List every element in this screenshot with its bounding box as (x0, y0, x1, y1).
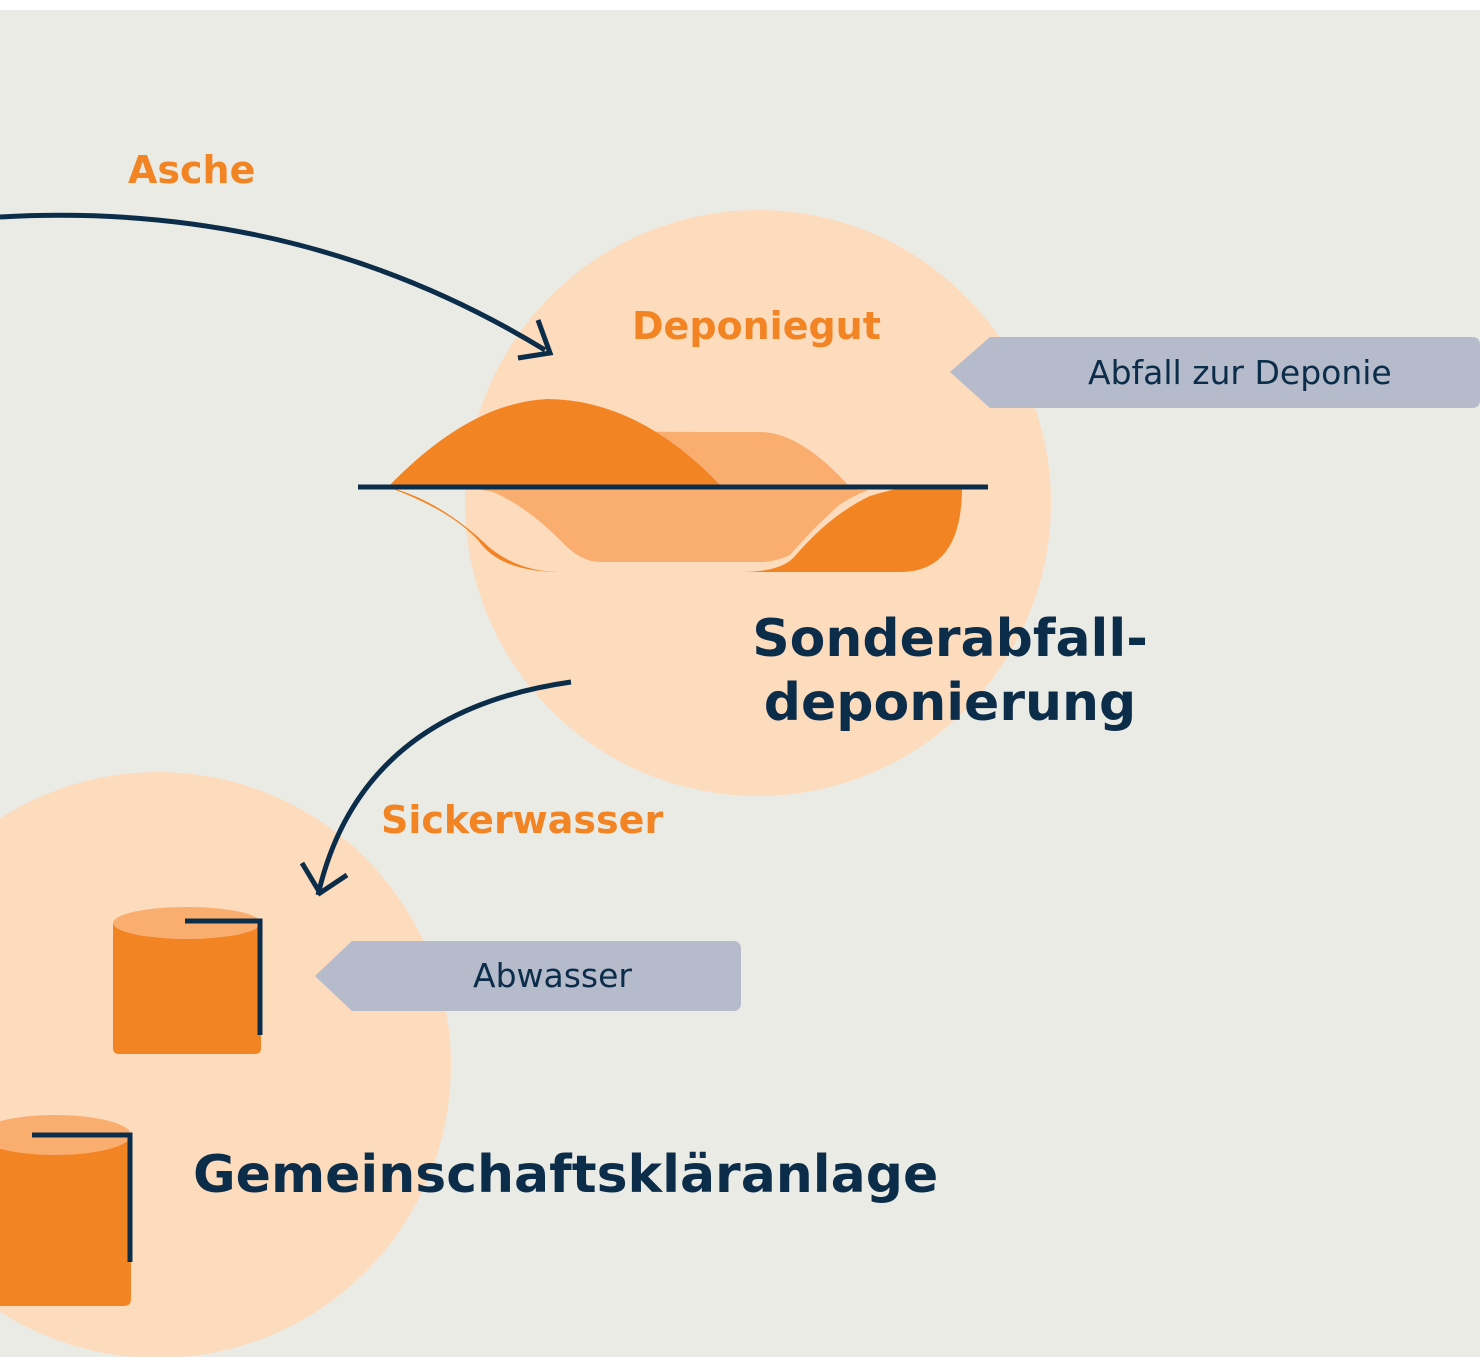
landfill-pit (388, 484, 962, 572)
label-asche: Asche (128, 148, 256, 192)
diagram-canvas: Asche Deponiegut Sickerwasser Abfall zur… (0, 10, 1480, 1357)
tag-abwasser: Abwasser (473, 956, 632, 995)
node-title-klaeranlage: Gemeinschaftskläranlage (193, 1145, 939, 1205)
arrow-asche-head (517, 319, 554, 361)
node-title-line-1: Sonderabfall- (752, 609, 1148, 669)
label-sickerwasser: Sickerwasser (381, 798, 664, 842)
node-title-line-2: deponierung (763, 673, 1137, 733)
tag-abwasser-shape (315, 941, 741, 1011)
node-title-sonderabfalldeponierung: Sonderabfall- deponierung (700, 607, 1200, 735)
landfill-icon (358, 399, 988, 572)
arrow-sickerwasser (315, 679, 572, 896)
tag-abfall-shape (950, 337, 1480, 408)
landfill-pit-inner (455, 487, 868, 562)
label-deponiegut: Deponiegut (632, 304, 881, 348)
diagram-graphics (0, 210, 1480, 1357)
arrow-asche (0, 212, 547, 353)
arrow-sickerwasser-head (299, 861, 349, 897)
landfill-mound (388, 399, 722, 487)
tank-icon-1 (113, 907, 263, 1054)
tag-abfall-zur-deponie: Abfall zur Deponie (1088, 353, 1392, 392)
tank-icon-2 (0, 1115, 133, 1306)
